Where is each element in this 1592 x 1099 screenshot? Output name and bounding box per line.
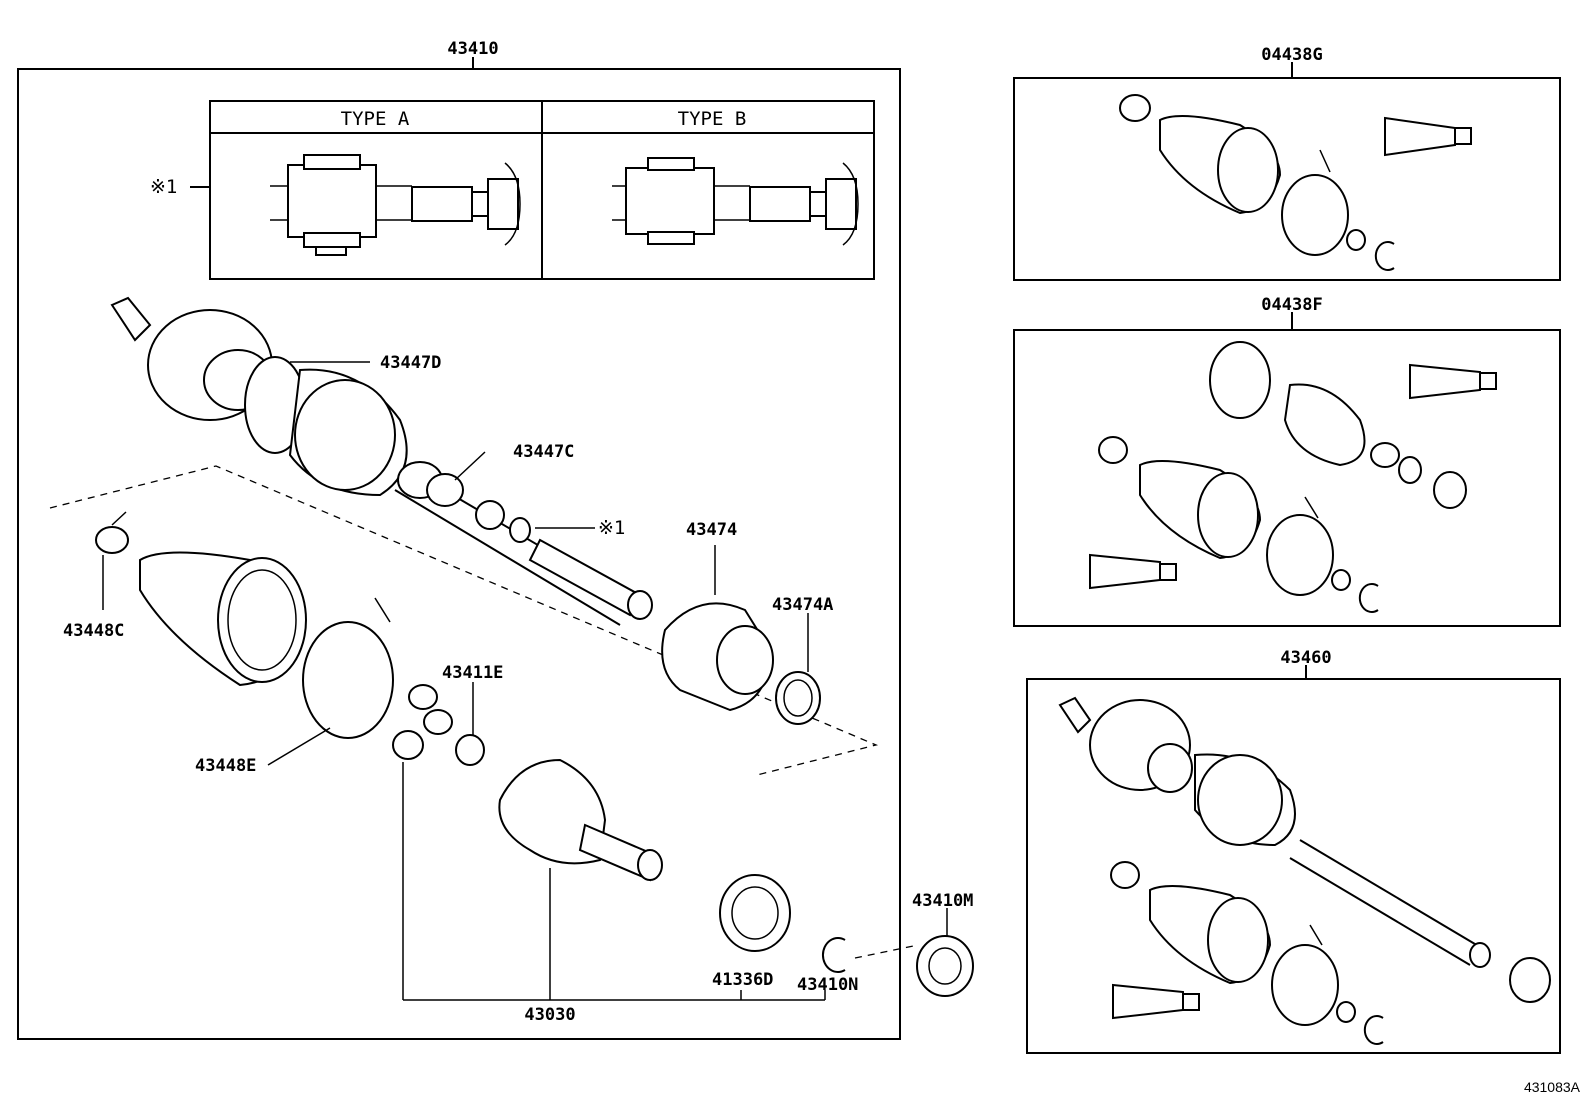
label-43030: 43030 bbox=[524, 1005, 575, 1025]
label-43410N: 43410N bbox=[797, 975, 858, 995]
boot-band-43448E bbox=[267, 597, 394, 766]
ring-43474A bbox=[775, 613, 821, 725]
label-41336D: 41336D bbox=[712, 970, 773, 990]
label-43474: 43474 bbox=[686, 520, 737, 540]
bracket-43030 bbox=[402, 762, 826, 1001]
kit-04438F-box bbox=[1013, 329, 1561, 627]
bearing-43410M bbox=[854, 908, 974, 997]
type-inset-box bbox=[190, 100, 875, 280]
boot-43448 bbox=[139, 551, 307, 687]
seal-41336D bbox=[719, 874, 791, 952]
outer-joint-43030 bbox=[498, 758, 663, 882]
drive-shaft-assembly bbox=[110, 296, 653, 626]
type-a-shaft-drawing bbox=[270, 154, 521, 256]
boot-kit-dashed-outline bbox=[49, 465, 879, 776]
label-43460: 43460 bbox=[1280, 648, 1331, 668]
type-a-heading: TYPE A bbox=[341, 108, 410, 130]
kit-04438G-box bbox=[1013, 77, 1561, 281]
catalog-number: 431083A bbox=[1524, 1079, 1581, 1095]
boot-clamp-43448C bbox=[95, 511, 129, 610]
note-1-marker: ※1 bbox=[150, 176, 177, 198]
label-43448E: 43448E bbox=[195, 756, 256, 776]
damper-43474 bbox=[661, 545, 774, 712]
type-b-shaft-drawing bbox=[612, 157, 859, 246]
label-43447D: 43447D bbox=[380, 353, 441, 373]
ring-43411E bbox=[455, 682, 485, 766]
label-43411E: 43411E bbox=[442, 663, 503, 683]
label-43448C: 43448C bbox=[63, 621, 124, 641]
tripod-joint bbox=[392, 684, 453, 760]
label-43410M: 43410M bbox=[912, 891, 973, 911]
label-43474A: 43474A bbox=[772, 595, 833, 615]
label-04438F: 04438F bbox=[1261, 295, 1322, 315]
shaft-assembly-43460-box bbox=[1026, 678, 1561, 1054]
label-43447C: 43447C bbox=[513, 442, 574, 462]
note-1-shaft: ※1 bbox=[598, 517, 625, 539]
snap-ring-43410N bbox=[822, 937, 846, 973]
label-04438G: 04438G bbox=[1261, 45, 1322, 65]
label-43410: 43410 bbox=[447, 39, 498, 59]
main-assembly-box bbox=[17, 57, 901, 1040]
type-b-heading: TYPE B bbox=[678, 108, 747, 130]
